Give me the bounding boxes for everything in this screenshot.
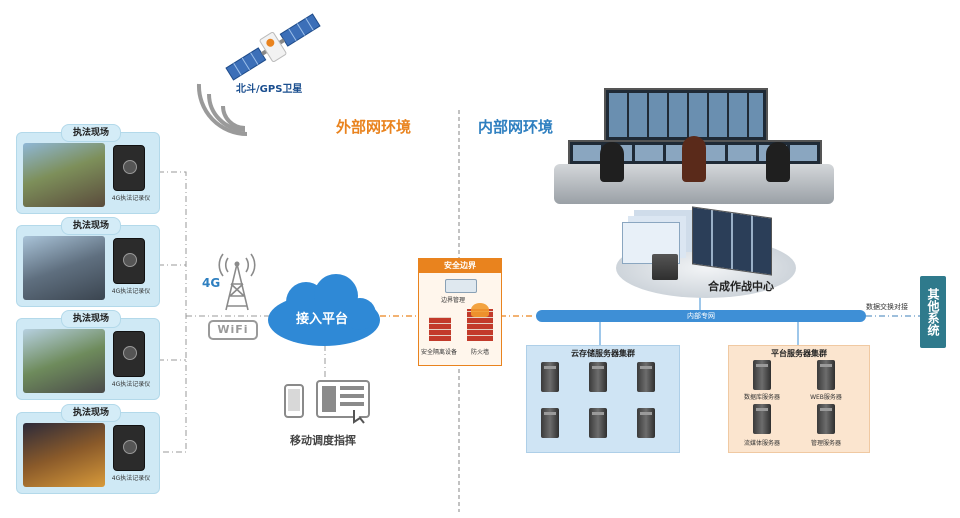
server-icon <box>589 408 607 438</box>
label-4g: 4G <box>202 276 221 290</box>
operator-1 <box>600 142 624 182</box>
other-systems-box: 其他系统 <box>920 276 946 348</box>
device-label: 4G执法记录仪 <box>111 288 151 295</box>
external-zone-title: 外部网环境 <box>336 118 412 136</box>
cell-tower-icon <box>218 253 256 311</box>
database-server-icon <box>753 360 771 390</box>
card-title: 执法现场 <box>61 124 121 142</box>
body-camera-icon <box>113 425 145 471</box>
operator-3 <box>766 142 790 182</box>
field-card: 执法现场 4G执法记录仪 <box>16 404 160 494</box>
field-card: 执法现场 4G执法记录仪 <box>16 310 160 400</box>
mobile-dispatch-label: 移动调度指挥 <box>290 434 356 447</box>
cloud-cluster-title: 云存储服务器集群 <box>571 349 635 358</box>
signal-waves-icon <box>196 83 248 137</box>
boundary-management-icon <box>445 279 477 293</box>
card-title: 执法现场 <box>61 310 121 328</box>
isolation-device-icon <box>429 317 451 341</box>
video-wall-icon <box>692 206 772 276</box>
device-label: 4G执法记录仪 <box>111 195 151 202</box>
server-icon <box>541 408 559 438</box>
field-photo <box>23 329 105 393</box>
platform-cluster-title: 平台服务器集群 <box>771 349 827 358</box>
platform-server-cluster: 平台服务器集群 数据库服务器 WEB服务器 流媒体服务器 管理服务器 <box>728 345 870 453</box>
cloud-storage-cluster: 云存储服务器集群 <box>526 345 680 453</box>
boundary-management-label: 边界管理 <box>441 297 466 304</box>
isolation-device-label: 安全隔离设备 <box>421 349 458 356</box>
field-photo <box>23 143 105 207</box>
wifi-badge: WiFi <box>208 320 258 340</box>
security-boundary-box: 安全边界 边界管理 安全隔离设备 防火墙 <box>418 258 502 366</box>
device-label: 4G执法记录仪 <box>111 475 151 482</box>
body-camera-icon <box>113 238 145 284</box>
combat-center-label: 合成作战中心 <box>708 280 774 293</box>
software-windows-icon <box>622 222 680 264</box>
server-label: 流媒体服务器 <box>743 440 780 447</box>
tablet-icon <box>316 380 370 424</box>
other-systems-label: 其他系统 <box>926 288 940 336</box>
field-photo <box>23 423 105 487</box>
server-label: 数据库服务器 <box>743 394 780 401</box>
firewall-icon <box>467 303 493 341</box>
command-center-video-wall <box>604 88 768 142</box>
server-icon <box>589 362 607 392</box>
server-icon <box>637 408 655 438</box>
internal-zone-title: 内部网环境 <box>478 118 554 136</box>
field-photo <box>23 236 105 300</box>
security-boundary-title: 安全边界 <box>419 259 501 273</box>
field-card: 执法现场 4G执法记录仪 <box>16 124 160 214</box>
server-icon <box>637 362 655 392</box>
private-network-label: 内部专网 <box>687 312 715 320</box>
management-server-icon <box>817 404 835 434</box>
device-label: 4G执法记录仪 <box>111 381 151 388</box>
private-network-bar: 内部专网 <box>536 310 866 322</box>
media-server-icon <box>753 404 771 434</box>
body-camera-icon <box>113 145 145 191</box>
field-card: 执法现场 4G执法记录仪 <box>16 217 160 307</box>
server-label: 管理服务器 <box>810 440 841 447</box>
web-server-icon <box>817 360 835 390</box>
satellite-label: 北斗/GPS卫星 <box>236 84 303 95</box>
satellite-icon <box>225 13 321 81</box>
cloud-icon <box>268 274 380 346</box>
server-label: WEB服务器 <box>810 394 842 401</box>
firewall-label: 防火墙 <box>471 349 490 356</box>
wifi-label: WiFi <box>217 323 249 336</box>
satellite <box>218 12 328 82</box>
phone-icon <box>284 384 304 418</box>
server-icon <box>541 362 559 392</box>
card-title: 执法现场 <box>61 217 121 235</box>
workstation-icon <box>652 254 678 280</box>
access-platform-label: 接入平台 <box>296 312 349 327</box>
data-exchange-label: 数据交换对接 <box>866 303 908 311</box>
body-camera-icon <box>113 331 145 377</box>
operator-2 <box>682 136 706 182</box>
card-title: 执法现场 <box>61 404 121 422</box>
